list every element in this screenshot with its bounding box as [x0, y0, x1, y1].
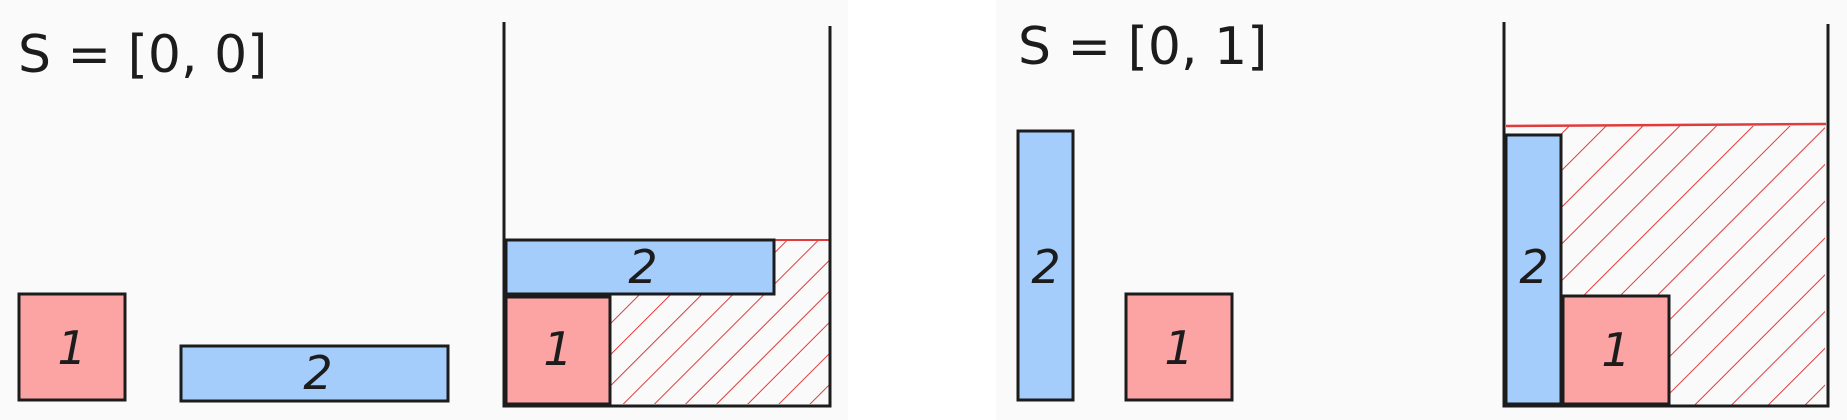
- loose-piece-2: 2: [179, 344, 450, 403]
- waste-boundary: [1505, 122, 1827, 128]
- packed-piece-2: 2: [504, 238, 776, 296]
- panel-left-drawing: S = [0, 0] 1 2 2: [17, 22, 832, 408]
- wasted-space-hatch: [1669, 296, 1825, 406]
- bin: 2 1: [502, 22, 832, 408]
- packed-piece-1: 1: [1561, 294, 1671, 406]
- piece-label: 1: [543, 322, 572, 376]
- piece-label: 1: [1601, 323, 1630, 377]
- piece-label: 2: [1519, 240, 1548, 294]
- piece-label: 2: [628, 240, 657, 294]
- panel-state-0-1: S = [0, 1] 2 1 2: [996, 0, 1847, 420]
- loose-piece-1: 1: [1124, 292, 1234, 402]
- state-label: S = [0, 1]: [1018, 17, 1267, 77]
- piece-label: 2: [303, 346, 332, 400]
- bin: 2 1: [1502, 22, 1830, 408]
- piece-label: 2: [1031, 240, 1060, 294]
- wasted-space-hatch: [609, 294, 829, 404]
- panel-right-drawing: S = [0, 1] 2 1 2: [1016, 17, 1830, 408]
- packed-piece-2: 2: [1504, 133, 1563, 406]
- wasted-space-hatch: [774, 240, 829, 294]
- loose-piece-1: 1: [17, 292, 127, 402]
- wasted-space-hatch: [1561, 126, 1825, 296]
- bin-walls: [502, 22, 832, 408]
- packed-piece-1: 1: [504, 295, 612, 406]
- state-label: S = [0, 0]: [18, 25, 267, 85]
- loose-piece-2: 2: [1016, 129, 1075, 402]
- piece-label: 1: [57, 321, 86, 375]
- panel-state-0-0: S = [0, 0] 1 2 2: [0, 0, 848, 420]
- piece-label: 1: [1164, 321, 1193, 375]
- bin-walls: [1502, 22, 1830, 408]
